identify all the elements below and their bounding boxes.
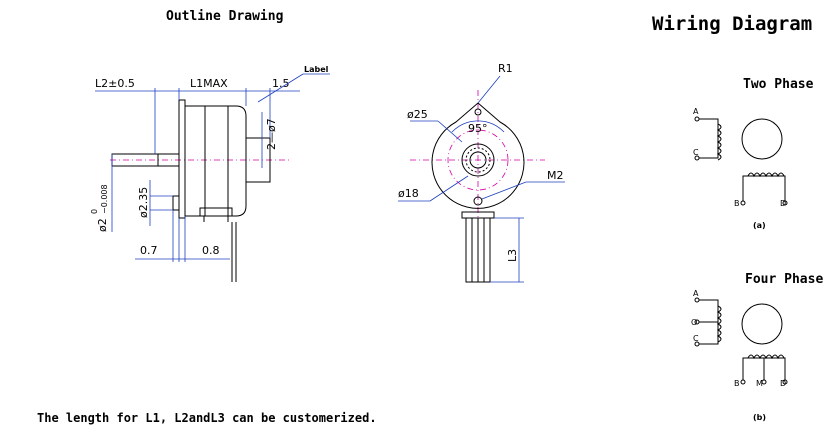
caption-b: (b): [753, 413, 766, 422]
pcd-circle: [447, 129, 509, 191]
dim-r1: R1: [498, 62, 513, 75]
dim-0-8: 0.8: [202, 244, 220, 257]
dim-shaft-tol-lower: −0.008: [100, 184, 109, 214]
customization-footnote: The length for L1, L2andL3 can be custom…: [37, 411, 377, 425]
pin-c: [694, 155, 700, 161]
mounting-flange: [178, 99, 186, 219]
pin-a: [694, 297, 700, 303]
dim-angle: 95°: [468, 122, 488, 135]
coil-frame-left: [699, 118, 719, 159]
outline-drawing-title: Outline Drawing: [166, 9, 284, 24]
rotor-circle: [741, 118, 783, 160]
pin-b: [740, 379, 746, 385]
shaft-end: [469, 151, 487, 169]
flange-outline: [431, 102, 525, 209]
coil-bottom: [747, 354, 785, 360]
dim-1-5: 1.5: [272, 77, 290, 90]
dim-l1: L1MAX: [190, 77, 228, 90]
dim-l2: L2±0.5: [95, 77, 135, 90]
m2-leader: [481, 181, 527, 200]
front-view: 95° R1 ø25 ø18 M2 L3: [398, 62, 565, 283]
pin-m: [761, 379, 767, 385]
connector-block: [199, 207, 233, 217]
four-phase-title: Four Phase: [745, 272, 824, 287]
two-phase-wiring: A C B D (a): [693, 107, 788, 230]
coil-bottom: [747, 172, 785, 178]
pin-d: [782, 200, 788, 206]
dim-d18: ø18: [398, 187, 419, 200]
pin-label: B: [734, 379, 740, 388]
coil-frame-bottom: [742, 175, 786, 201]
label-callout: Label: [304, 65, 329, 74]
caption-a: (a): [753, 221, 766, 230]
mount-hole: [474, 108, 482, 116]
dim-shaft-tol-upper: 0: [90, 209, 99, 214]
dim-l3: L3: [506, 249, 519, 262]
r1-leader: [477, 75, 501, 104]
pin-label: D: [780, 379, 786, 388]
pin-c: [694, 341, 700, 347]
dim-boss-dia: ø2.35: [137, 187, 150, 218]
coil-left: [716, 123, 722, 161]
pin-label: M: [756, 379, 763, 388]
hub: [461, 143, 495, 177]
d25-leader-2: [437, 120, 463, 143]
pin-label: D: [780, 199, 786, 208]
label-leader: [257, 73, 304, 103]
pin-d: [782, 379, 788, 385]
pin-label: C: [693, 148, 699, 157]
pin-label: C: [693, 334, 699, 343]
rotor-circle: [741, 303, 783, 345]
four-phase-wiring: A O C B M D (b): [691, 289, 788, 422]
coil-left: [716, 305, 722, 343]
two-phase-title: Two Phase: [743, 77, 814, 92]
dim-d25: ø25: [407, 108, 428, 121]
angle-arc: [451, 120, 505, 133]
side-view: L2±0.5 L1MAX 1.5 Label 2—ø7 ø2 0 −0.008 …: [90, 65, 330, 282]
pinion: [465, 147, 491, 173]
dim-m2: M2: [547, 169, 564, 182]
motor-body: [184, 105, 247, 217]
d18-leader-2: [429, 175, 469, 202]
dim-0-7: 0.7: [140, 244, 158, 257]
dim-hole: 2—ø7: [265, 118, 278, 150]
pin-label: O: [691, 318, 697, 327]
pin-o: [694, 319, 700, 325]
pin-label: A: [693, 107, 699, 116]
boss: [172, 195, 180, 211]
m2-hole: [473, 196, 483, 206]
pin-label: B: [734, 199, 740, 208]
pin-a: [694, 116, 700, 122]
pin-b: [740, 200, 746, 206]
label-strip: [245, 137, 271, 183]
pin-label: A: [693, 289, 699, 298]
dim-shaft-dia: ø2: [96, 218, 109, 232]
wiring-diagram-title: Wiring Diagram: [652, 13, 813, 35]
